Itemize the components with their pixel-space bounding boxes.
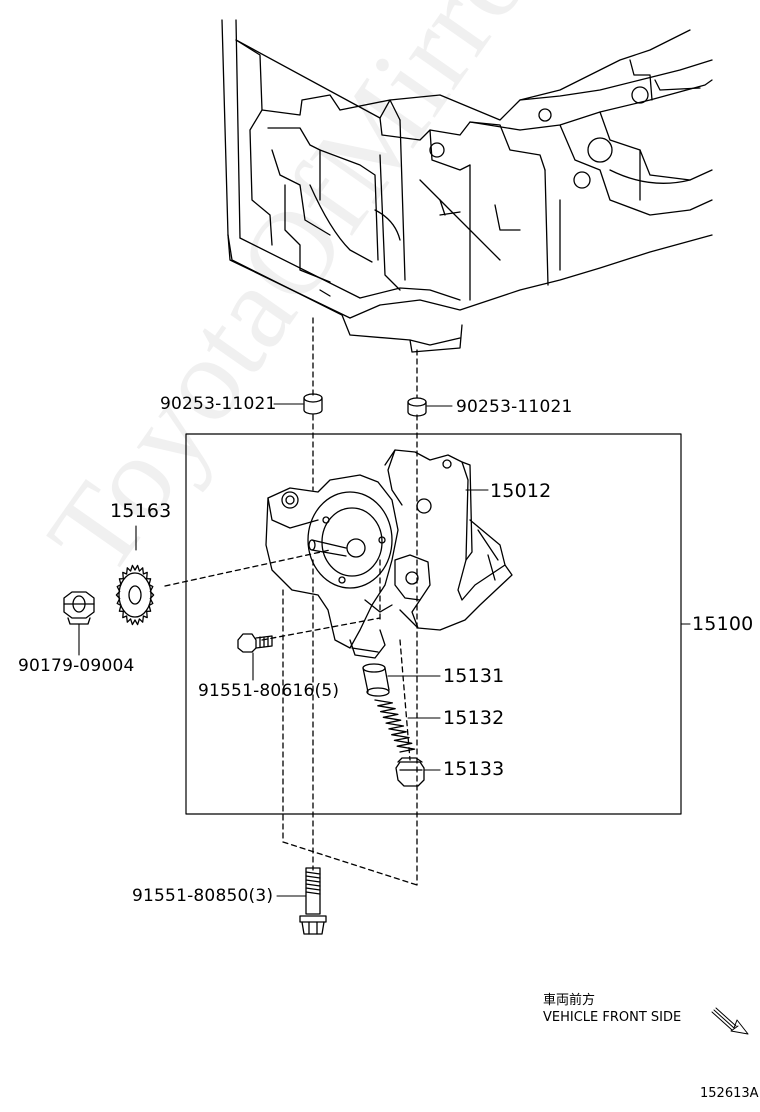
oil-pump-body (265, 449, 513, 659)
callout-lines (78, 403, 691, 897)
part-label-assembly: 15100 (692, 613, 754, 635)
engine-block (221, 19, 713, 353)
part-label-cushion-left: 90253-11021 (160, 394, 277, 414)
small-bolt (237, 633, 273, 653)
sprocket (115, 564, 155, 626)
long-bolt (299, 867, 327, 935)
cushion-right (407, 397, 427, 417)
front-side-label-jp: 車両前方 (543, 993, 596, 1008)
plug (395, 757, 425, 787)
part-label-bolt-small: 91551-80616(5) (198, 681, 340, 701)
part-label-bolt-long: 91551-80850(3) (132, 886, 274, 906)
part-label-relief-valve: 15131 (443, 665, 505, 687)
assembly-frame (185, 433, 682, 815)
figure-id: 152613A (700, 1086, 759, 1101)
relief-valve (362, 663, 390, 697)
part-label-plug: 15133 (443, 758, 505, 780)
part-label-sprocket: 15163 (110, 500, 172, 522)
part-label-spring: 15132 (443, 707, 505, 729)
front-side-label-en: VEHICLE FRONT SIDE (543, 1010, 682, 1025)
part-label-pump-body: 15012 (490, 480, 552, 502)
part-label-cushion-right: 90253-11021 (456, 397, 573, 417)
flange-nut (63, 591, 95, 625)
arrow-down-right-icon (711, 1007, 749, 1035)
leader-lines (164, 317, 418, 886)
cushion-left (303, 393, 323, 415)
spring (374, 699, 416, 753)
part-label-nut: 90179-09004 (18, 656, 135, 676)
